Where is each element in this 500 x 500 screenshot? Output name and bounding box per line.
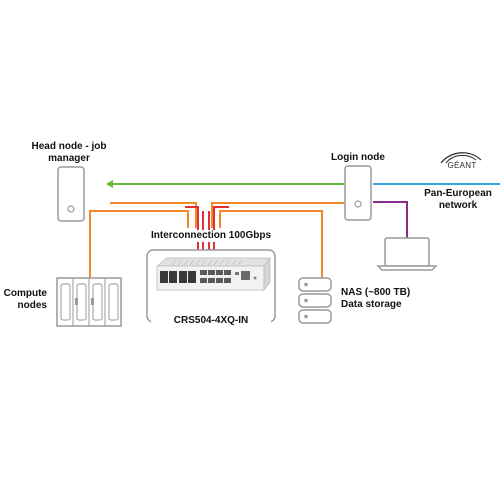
geant-network-label: Pan-European network — [418, 188, 498, 212]
head-node-label-line1: Head node - job — [31, 141, 107, 152]
head-node-label-line2: manager — [48, 153, 90, 164]
geant-network-label-line2: network — [438, 200, 478, 211]
geant-network-label-line1: Pan-European — [424, 188, 492, 199]
green-arrowhead — [106, 180, 113, 188]
head-node-label: Head node - job manager — [24, 141, 114, 165]
nas-label-line2: Data storage — [341, 299, 402, 310]
geant-logo-text: GÉANT — [447, 161, 477, 170]
orange-link-nas — [219, 210, 323, 278]
server-tower-icon — [57, 166, 85, 222]
orange-link-head — [110, 202, 197, 228]
rack-cabinet-icon — [56, 277, 122, 327]
compute-nodes-label-line2: nodes — [17, 300, 47, 311]
red-link-4 — [213, 206, 229, 250]
orange-link-login — [211, 202, 345, 228]
login-node-label: Login node — [331, 152, 385, 163]
server-tower-icon — [344, 165, 372, 221]
laptop-icon — [376, 237, 438, 271]
interconnect-label: Interconnection 100Gbps — [150, 230, 272, 242]
connections — [89, 180, 500, 278]
switch-label: CRS504-4XQ-IN — [151, 315, 271, 327]
nas-label-line1: NAS (~800 TB) — [341, 287, 411, 298]
compute-nodes-label: Compute nodes — [0, 288, 47, 312]
compute-nodes-label-line1: Compute — [3, 288, 47, 299]
orange-link-compute — [89, 210, 189, 278]
geant-logo-icon — [440, 152, 482, 164]
storage-stack-icon — [298, 277, 332, 324]
purple-link-login-to-laptop — [373, 201, 408, 238]
network-switch-icon — [155, 256, 271, 292]
nas-label: NAS (~800 TB) Data storage — [341, 287, 451, 311]
